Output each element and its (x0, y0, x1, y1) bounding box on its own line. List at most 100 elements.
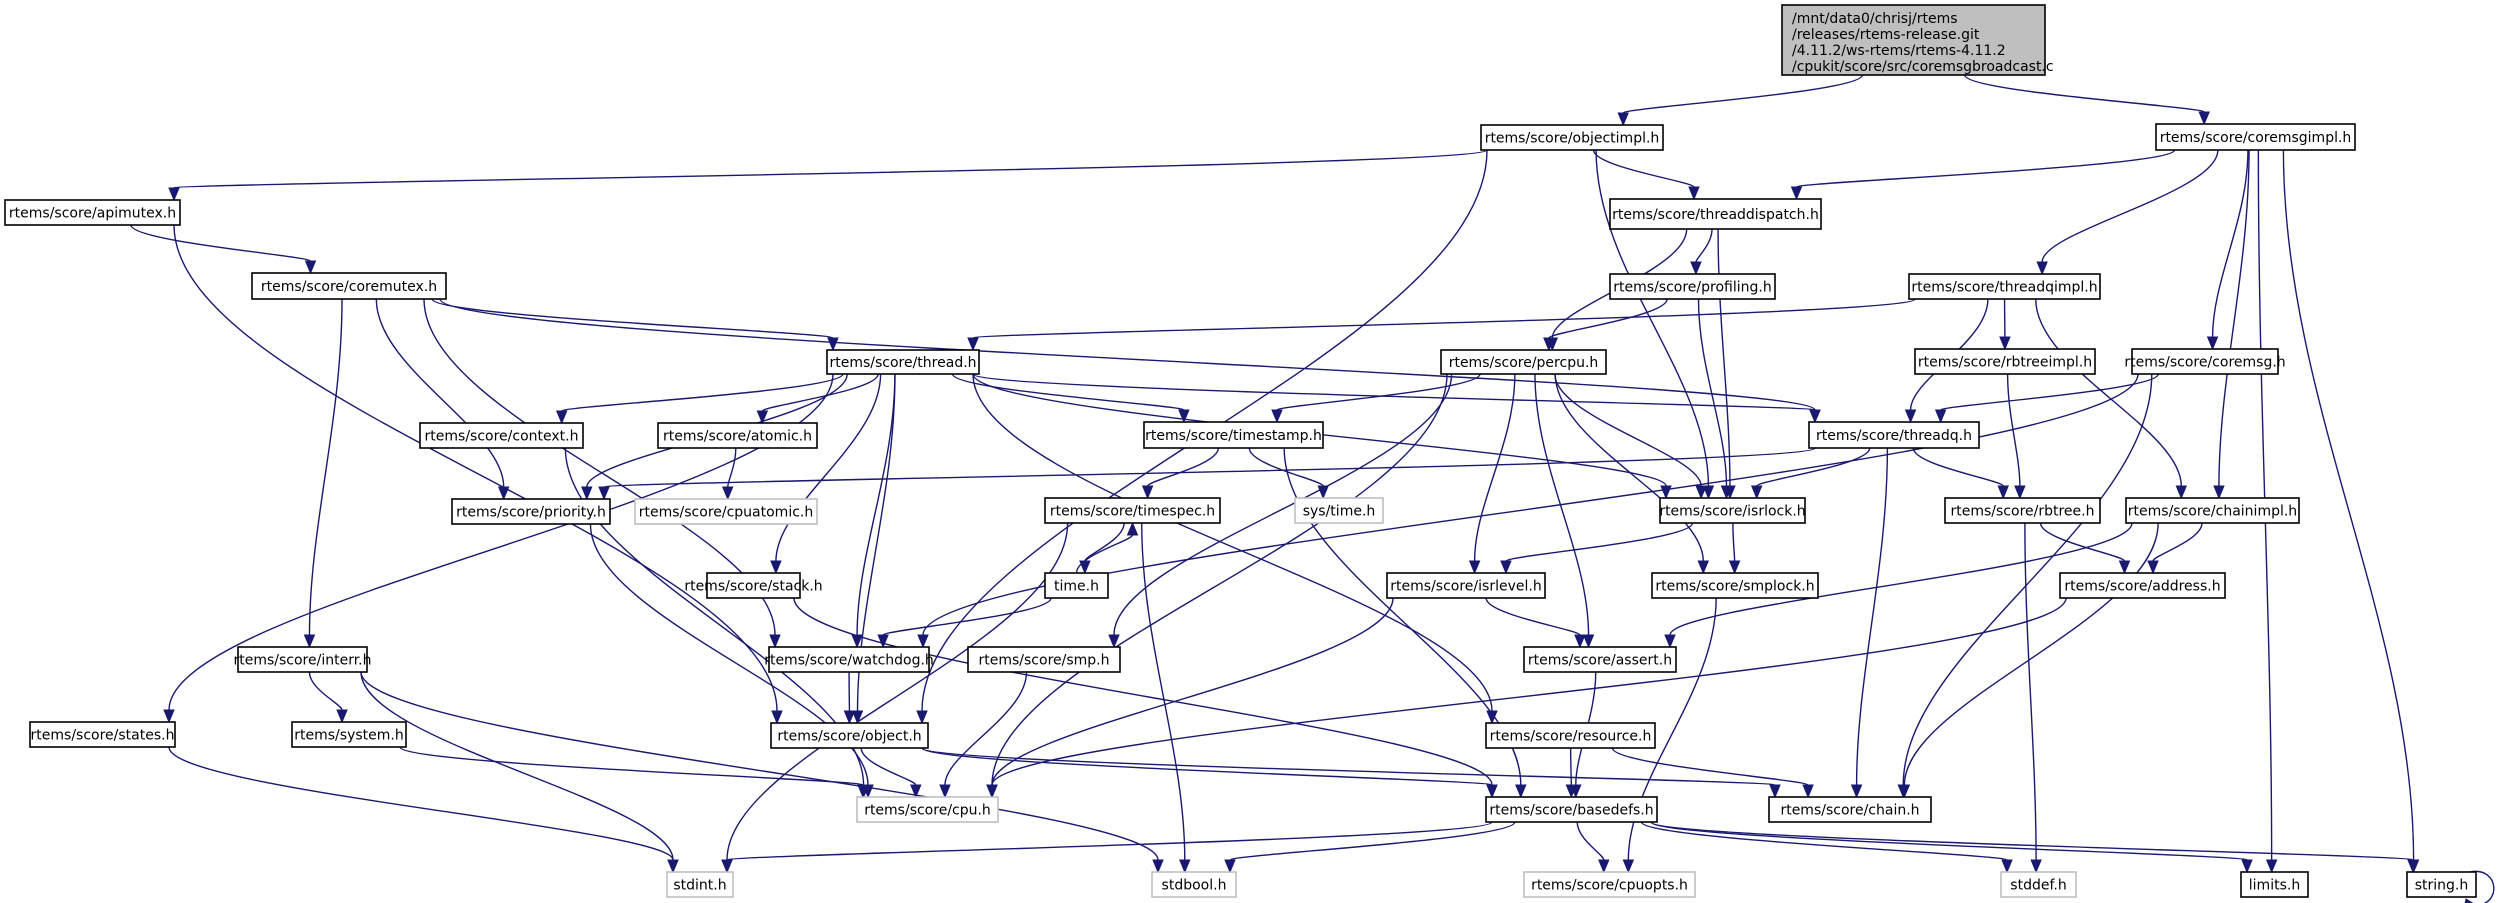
node-box (1480, 124, 1664, 151)
node-cpu[interactable]: rtems/score/cpu.h (856, 796, 999, 823)
arrowhead-icon (843, 710, 856, 725)
edge-time-to-timespec (1075, 521, 1139, 574)
node-isrlevel[interactable]: rtems/score/isrlevel.h (1386, 572, 1546, 599)
node-smplock[interactable]: rtems/score/smplock.h (1651, 572, 1819, 599)
node-profiling[interactable]: rtems/score/profiling.h (1609, 273, 1776, 300)
node-atomic[interactable]: rtems/score/atomic.h (657, 422, 818, 449)
node-limits[interactable]: limits.h (2240, 871, 2309, 898)
node-context[interactable]: rtems/score/context.h (419, 422, 584, 449)
edge-basedefs-to-stdint (721, 821, 1493, 874)
node-label: rtems/score/profiling.h (1613, 280, 1771, 296)
node-percpu[interactable]: rtems/score/percpu.h (1440, 349, 1607, 375)
node-isrlock[interactable]: rtems/score/isrlock.h (1659, 497, 1806, 524)
node-label: rtems/score/resource.h (1490, 729, 1652, 745)
node-label: rtems/score/percpu.h (1449, 355, 1599, 371)
arrowhead-icon (1574, 634, 1586, 649)
edge-line (727, 447, 737, 488)
edge-line (1650, 821, 2248, 861)
arrowhead-icon (986, 784, 998, 799)
arrowhead-icon (2147, 560, 2159, 575)
node-time[interactable]: time.h (1044, 572, 1109, 599)
node-timespec[interactable]: rtems/score/timespec.h (1044, 497, 1221, 524)
edge-line (1756, 447, 1871, 487)
node-objectimpl[interactable]: rtems/score/objectimpl.h (1480, 124, 1664, 151)
node-stack[interactable]: rtems/score/stack.h (684, 572, 823, 599)
edge-percpu-to-isrlevel (1468, 373, 1516, 575)
node-label: rtems/score/threaddispatch.h (1612, 207, 1819, 223)
edge-line (922, 373, 2139, 636)
node-label: rtems/score/states.h (31, 728, 175, 744)
node-label: rtems/score/watchdog.h (764, 653, 934, 669)
node-thread[interactable]: rtems/score/thread.h (826, 349, 980, 375)
node-label: rtems/score/objectimpl.h (1485, 131, 1660, 147)
node-smp[interactable]: rtems/score/smp.h (967, 646, 1121, 673)
node-chainimpl[interactable]: rtems/score/chainimpl.h (2125, 497, 2300, 524)
node-rbtree[interactable]: rtems/score/rbtree.h (1944, 497, 2101, 524)
node-label: rtems/score/rbtree.h (1951, 504, 2095, 520)
node-basedefs[interactable]: rtems/score/basedefs.h (1485, 796, 1658, 823)
node-coremutex[interactable]: rtems/score/coremutex.h (251, 272, 447, 300)
edge-line (856, 373, 896, 636)
edge-line (1548, 298, 1668, 339)
node-states[interactable]: rtems/score/states.h (29, 721, 176, 748)
arrowhead-icon (2014, 485, 2026, 500)
node-coremsgimpl[interactable]: rtems/score/coremsgimpl.h (2155, 123, 2356, 151)
edge-object-to-basedefs (921, 747, 1498, 799)
arrowhead-icon (1850, 784, 1863, 799)
edge-thread-to-watchdog (851, 373, 896, 649)
node-threadqimpl[interactable]: rtems/score/threadqimpl.h (1908, 273, 2101, 300)
edge-line (1229, 821, 1516, 861)
node-cpuopts[interactable]: rtems/score/cpuopts.h (1523, 871, 1696, 898)
arrowhead-icon (163, 709, 175, 724)
node-label: stddef.h (2010, 878, 2066, 894)
node-systime[interactable]: sys/time.h (1294, 497, 1384, 524)
node-box (2240, 871, 2309, 898)
node-stdint[interactable]: stdint.h (666, 871, 734, 898)
edge-percpu-to-smplock (1554, 373, 1710, 575)
node-stddef[interactable]: stddef.h (2000, 871, 2077, 898)
arrowhead-icon (1622, 859, 1635, 874)
node-resource[interactable]: rtems/score/resource.h (1485, 722, 1656, 749)
edge-line (2006, 373, 2021, 487)
edge-coremsgimpl-to-chainimpl (2213, 149, 2250, 500)
arrowhead-icon (967, 337, 979, 352)
arrowhead-icon (598, 486, 610, 501)
node-apimutex[interactable]: rtems/score/apimutex.h (4, 199, 181, 226)
edge-line (2024, 522, 2037, 861)
arrowhead-icon (1697, 560, 1710, 575)
node-watchdog[interactable]: rtems/score/watchdog.h (764, 646, 934, 673)
node-assert[interactable]: rtems/score/assert.h (1523, 646, 1677, 673)
arrowhead-icon (756, 410, 769, 425)
edge-root-to-objectimpl (1617, 74, 1863, 127)
node-label: rtems/score/context.h (425, 429, 579, 445)
edge-line (921, 747, 1776, 786)
node-string[interactable]: string.h (2406, 871, 2477, 898)
node-threadq[interactable]: rtems/score/threadq.h (1808, 421, 1980, 449)
edge-line (2041, 149, 2219, 263)
node-object[interactable]: rtems/score/object.h (770, 722, 929, 749)
node-label: rtems/system.h (294, 728, 403, 744)
node-coremsg[interactable]: rtems/score/coremsg.h (2124, 348, 2286, 375)
node-box (1523, 646, 1677, 673)
edge-object-to-chain (921, 747, 1781, 799)
arrowhead-icon (1750, 485, 1763, 500)
node-rbtreeimpl[interactable]: rtems/score/rbtreeimpl.h (1914, 348, 2096, 375)
arrowhead-icon (2241, 859, 2253, 874)
edge-threadq-to-chain (1850, 447, 1889, 799)
node-timestamp[interactable]: rtems/score/timestamp.h (1143, 421, 1324, 449)
node-stdbool[interactable]: stdbool.h (1151, 871, 1237, 898)
node-interr[interactable]: rtems/score/interr.h (233, 646, 372, 673)
edge-line (589, 523, 869, 786)
edge-line (1473, 373, 1516, 562)
arrowhead-icon (1702, 485, 1715, 500)
arrowhead-icon (1141, 485, 1154, 500)
node-chain[interactable]: rtems/score/chain.h (1768, 796, 1932, 823)
edge-line (1505, 522, 1694, 562)
node-threaddispatch[interactable]: rtems/score/threaddispatch.h (1609, 198, 1822, 230)
arrowhead-icon (827, 337, 839, 352)
node-address[interactable]: rtems/score/address.h (2059, 572, 2226, 599)
node-priority[interactable]: rtems/score/priority.h (451, 498, 611, 525)
node-system[interactable]: rtems/system.h (291, 721, 407, 748)
node-cpuatomic[interactable]: rtems/score/cpuatomic.h (634, 498, 818, 525)
edge-profiling-to-isrlock (1697, 298, 1733, 500)
